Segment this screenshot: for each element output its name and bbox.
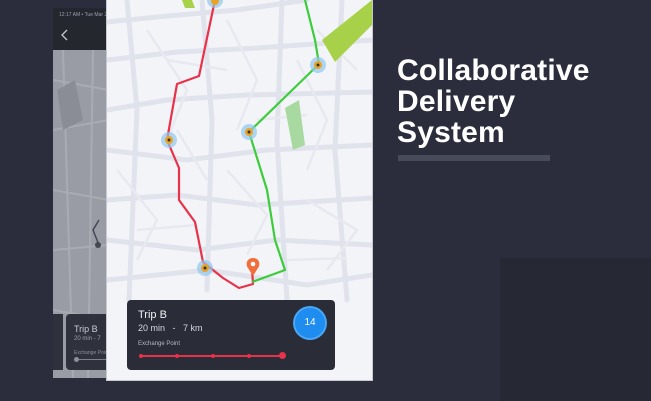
back-arrow-icon[interactable]	[59, 28, 71, 42]
trip-duration: 20 min	[138, 323, 166, 333]
left-status-bar: 12:17 AM • Tue Mar 21	[53, 8, 109, 22]
title-line-3: System	[397, 116, 505, 149]
left-progress-dot	[74, 357, 79, 362]
trip-summary: 20 min - 7 km	[138, 323, 203, 333]
title-underline	[398, 155, 550, 161]
trip-card[interactable]: Trip B 20 min - 7 km Exchange Point 14	[127, 300, 335, 370]
page-title: Collaborative Delivery System	[397, 55, 637, 148]
left-trip-title: Trip B	[74, 324, 98, 334]
progress-point[interactable]	[139, 354, 143, 358]
progress-point[interactable]	[211, 354, 215, 358]
courier-marker-icon[interactable]	[207, 0, 223, 8]
left-app-bar	[53, 22, 109, 50]
courier-marker-icon[interactable]	[161, 132, 177, 148]
location-pin-icon[interactable]	[246, 258, 260, 276]
progress-point[interactable]	[247, 354, 251, 358]
courier-marker-icon[interactable]	[241, 124, 257, 140]
trip-title: Trip B	[138, 309, 167, 321]
title-line-2: Delivery	[397, 85, 516, 118]
courier-marker-icon[interactable]	[310, 57, 326, 73]
trip-count-badge[interactable]: 14	[295, 308, 325, 338]
left-trip-card[interactable]: Trip B 20 min - 7 Exchange Point	[66, 314, 114, 370]
left-exchange-label: Exchange Point	[74, 350, 110, 356]
trip-separator: -	[172, 323, 176, 333]
trip-distance: 7 km	[183, 323, 203, 333]
background-panel	[500, 258, 651, 401]
exchange-point-label: Exchange Point	[138, 341, 181, 347]
progress-endpoint[interactable]	[279, 352, 286, 359]
left-trip-subtitle: 20 min - 7	[74, 336, 101, 342]
left-progress-track	[76, 359, 114, 360]
progress-point[interactable]	[175, 354, 179, 358]
left-card-edge	[53, 314, 63, 370]
title-line-1: Collaborative	[397, 54, 590, 87]
courier-marker-icon[interactable]	[197, 260, 213, 276]
